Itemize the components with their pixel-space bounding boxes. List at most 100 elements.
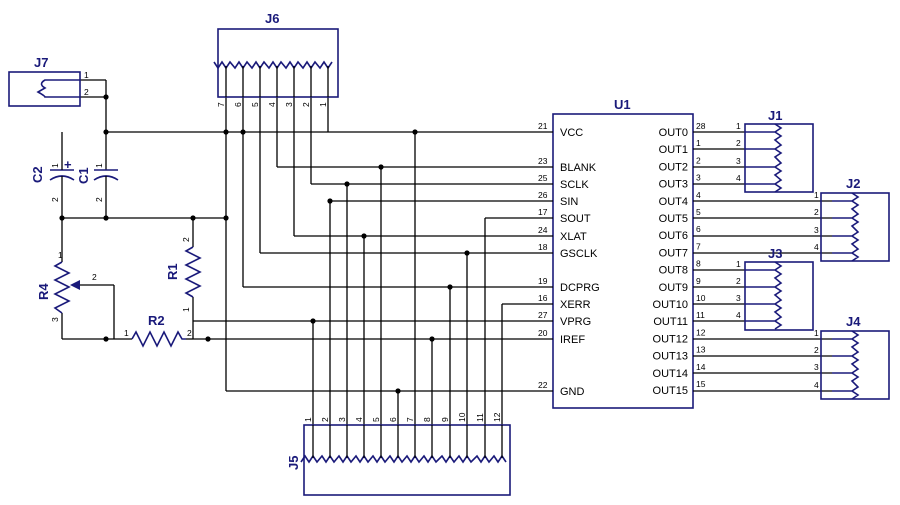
u1-pin-number: 16 (538, 293, 548, 303)
u1-right-pins: OUT028OUT11OUT22OUT33OUT44OUT55OUT66OUT7… (653, 121, 706, 397)
u1-pin-name: OUT1 (659, 144, 688, 156)
u1-pin-number: 14 (696, 362, 706, 372)
junction-dot (59, 215, 65, 221)
j6-pin-label: 6 (233, 102, 243, 107)
junction-dot (327, 198, 333, 204)
u1-pin-name: GND (560, 386, 585, 398)
j4-pin-label: 2 (814, 345, 819, 355)
r1-ref: R1 (165, 263, 180, 280)
j2-pin-label: 2 (814, 207, 819, 217)
u1-pin-number: 5 (696, 207, 701, 217)
u1-pin-number: 9 (696, 276, 701, 286)
r2-ref: R2 (148, 313, 165, 328)
j3-connector: J3 1 2 3 4 (736, 246, 814, 331)
u1-body (552, 113, 694, 409)
u1-pin-number: 8 (696, 259, 701, 269)
junction-dot (103, 336, 109, 342)
u1-pin-name: SOUT (560, 213, 591, 225)
j5-pin-label: 1 (303, 417, 313, 422)
j3-pin-label: 2 (736, 276, 741, 286)
j5-pin-label: 6 (388, 417, 398, 422)
u1-pin-number: 27 (538, 310, 548, 320)
u1-pin-name: OUT13 (653, 351, 688, 363)
junction-dot (205, 336, 211, 342)
u1-pin-number: 4 (696, 190, 701, 200)
j2-pin-label: 1 (814, 190, 819, 200)
junction-dot (223, 129, 229, 135)
j3-pin-label: 4 (736, 310, 741, 320)
u1-pin-number: 26 (538, 190, 548, 200)
r4-ref: R4 (36, 283, 51, 300)
u1-pin-number: 12 (696, 327, 706, 337)
u1-pin-number: 10 (696, 293, 706, 303)
u1-pin-number: 18 (538, 242, 548, 252)
junction-dot (223, 215, 229, 221)
j6-ref: J6 (265, 11, 279, 26)
u1-pin-number: 7 (696, 241, 701, 251)
j7-pin-label: 1 (84, 70, 89, 80)
u1-left-pins: VCC21BLANK23SCLK25SIN26SOUT17XLAT24GSCLK… (538, 121, 600, 398)
j7-pin-label: 2 (84, 87, 89, 97)
u1-pin-name: OUT12 (653, 333, 688, 345)
junction-dot (344, 181, 350, 187)
j2-connector: J2 1 2 3 4 (814, 176, 890, 262)
c1-capacitor: C1 + 1 2 (64, 148, 119, 202)
u1-pin-number: 23 (538, 156, 548, 166)
u1-pin-number: 11 (696, 310, 705, 320)
j6-pin-label: 2 (301, 102, 311, 107)
r2-resistor: R2 1 2 (124, 313, 192, 348)
j1-pin-label: 2 (736, 138, 741, 148)
j6-pin-label: 4 (267, 102, 277, 107)
r4-pin-label: 1 (58, 250, 63, 260)
u1-pin-name: DCPRG (560, 282, 600, 294)
j2-ref: J2 (846, 176, 860, 191)
j4-ref: J4 (846, 314, 861, 329)
u1-pin-number: 13 (696, 345, 706, 355)
u1-pin-name: OUT11 (653, 316, 688, 328)
u1-pin-name: OUT5 (659, 213, 688, 225)
j7-ref: J7 (34, 55, 48, 70)
u1-pin-number: 22 (538, 380, 548, 390)
u1-pin-number: 2 (696, 155, 701, 165)
j4-pin-label: 1 (814, 328, 819, 338)
u1-pin-name: OUT15 (653, 385, 688, 397)
j3-pin-label: 1 (736, 259, 741, 269)
u1-pin-name: OUT4 (659, 196, 688, 208)
u1-pin-number: 20 (538, 328, 548, 338)
j2-pin-label: 4 (814, 242, 819, 252)
u1-pin-name: IREF (560, 334, 585, 346)
junction-dot (447, 284, 453, 290)
junction-dot (412, 129, 418, 135)
u1-pin-number: 24 (538, 225, 548, 235)
j5-ref: J5 (286, 456, 301, 470)
j3-pin-label: 3 (736, 293, 741, 303)
c1-ref: C1 (76, 167, 91, 184)
j6-pin-label: 7 (216, 102, 226, 107)
junctions (59, 94, 470, 394)
j5-pin-label: 4 (354, 417, 364, 422)
j5-pin-label: 2 (320, 417, 330, 422)
j5-pin-label: 8 (422, 417, 432, 422)
u1-pin-number: 28 (696, 121, 706, 131)
u1-pin-name: VPRG (560, 316, 591, 328)
u1-pin-name: XERR (560, 299, 591, 311)
u1-pin-name: OUT10 (653, 299, 688, 311)
j4-pin-label: 3 (814, 362, 819, 372)
j3-ref: J3 (768, 246, 782, 261)
j1-pin-label: 3 (736, 156, 741, 166)
j4-pin-label: 4 (814, 380, 819, 390)
junction-dot (429, 336, 435, 342)
junction-dot (395, 388, 401, 394)
u1-pin-number: 15 (696, 379, 706, 389)
u1-pin-name: OUT8 (659, 265, 688, 277)
r4-wiper-arrow (70, 280, 80, 290)
u1-pin-number: 6 (696, 224, 701, 234)
u1-pin-number: 19 (538, 276, 548, 286)
r1-resistor: R1 2 1 (165, 237, 202, 312)
r4-potentiometer: R4 1 2 3 (36, 250, 97, 322)
u1-pin-name: GSCLK (560, 248, 598, 260)
u1-pin-name: SIN (560, 196, 578, 208)
u1-pin-name: OUT7 (659, 247, 688, 259)
j2-pin-label: 3 (814, 225, 819, 235)
